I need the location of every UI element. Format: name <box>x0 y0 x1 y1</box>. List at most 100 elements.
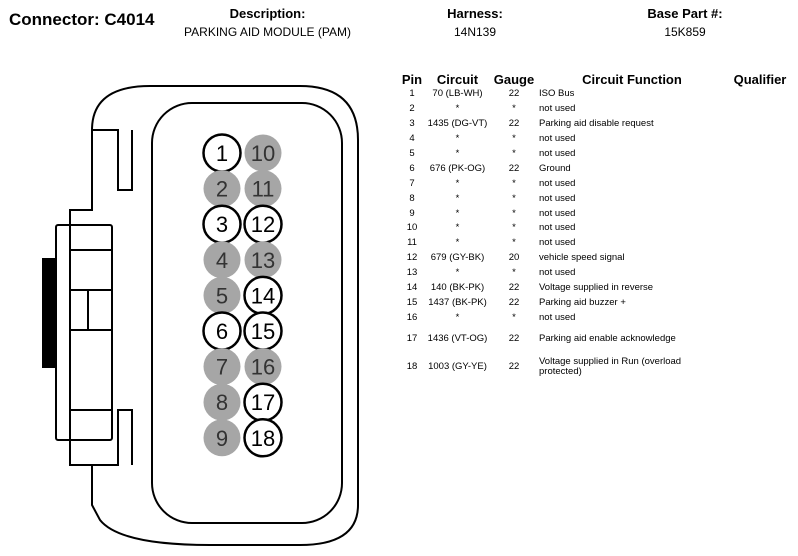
cell-qualifier <box>725 147 795 162</box>
cell-circuit: * <box>455 103 460 115</box>
pin-number: 7 <box>216 355 228 380</box>
cell-qualifier <box>725 161 795 176</box>
cell-circuit: 1435 (DG-VT) <box>427 118 488 130</box>
cell-gauge: 22 <box>508 88 520 100</box>
cell-circuit: 1437 (BK-PK) <box>428 296 487 308</box>
pin-cavity-15: 15 <box>243 311 283 351</box>
cell-gauge: * <box>512 103 516 115</box>
cell-pin: 12 <box>406 252 418 264</box>
table-row: 4**not used <box>398 132 795 147</box>
table-row: 8**not used <box>398 191 795 206</box>
description-block: Description: PARKING AID MODULE (PAM) <box>165 6 370 39</box>
pin-cavity-6: 6 <box>202 311 242 351</box>
cell-qualifier <box>725 353 795 381</box>
cell-qualifier <box>725 132 795 147</box>
pin-number: 2 <box>216 177 228 202</box>
cell-circuit: * <box>455 207 460 219</box>
cell-circuit: * <box>455 222 460 234</box>
lock-tab <box>87 289 113 331</box>
latch-notch-lower <box>92 409 133 466</box>
pin-circle <box>203 170 241 208</box>
description-value: PARKING AID MODULE (PAM) <box>184 25 351 39</box>
cell-pin: 1 <box>409 88 415 100</box>
cell-circuit: 140 (BK-PK) <box>430 282 485 294</box>
pin-number: 11 <box>252 177 275 202</box>
cell-gauge: * <box>512 177 516 189</box>
cell-function: not used <box>539 237 576 249</box>
cell-function: not used <box>539 177 576 189</box>
pin-number: 3 <box>216 212 228 237</box>
table-row: 10**not used <box>398 221 795 236</box>
pin-cavity-8: 8 <box>203 383 241 421</box>
cell-pin: 6 <box>409 162 415 174</box>
pin-number: 15 <box>251 319 275 344</box>
pin-number: 9 <box>216 426 228 451</box>
cell-function: not used <box>539 192 576 204</box>
pin-number: 16 <box>251 355 275 380</box>
cell-qualifier <box>725 310 795 325</box>
cell-function: not used <box>539 148 576 159</box>
cell-gauge: 22 <box>508 361 520 373</box>
pin-number: 10 <box>251 141 275 166</box>
pin-circle <box>244 134 282 172</box>
harness-block: Harness: 14N139 <box>415 6 535 39</box>
cell-qualifier <box>725 191 795 206</box>
cell-pin: 8 <box>409 192 415 204</box>
cell-function: not used <box>539 207 576 219</box>
cell-function: not used <box>539 133 576 145</box>
cell-gauge: * <box>512 133 516 145</box>
header-circuit: Circuit <box>436 71 479 87</box>
table-row: 9 * * not used <box>398 206 795 221</box>
cell-function: not used <box>539 267 576 279</box>
description-label: Description: <box>229 6 306 21</box>
cell-circuit: * <box>455 237 460 249</box>
cell-function: Voltage supplied in Run (overload protec… <box>539 356 682 378</box>
cell-function: Parking aid enable acknowledge <box>539 333 676 345</box>
table-header-row: Pin Circuit Gauge Circuit Function Quali… <box>398 71 795 87</box>
table-row: 16**not used <box>398 310 795 325</box>
basepart-block: Base Part #: 15K859 <box>620 6 750 39</box>
cell-pin: 9 <box>409 207 415 219</box>
table-row: 5**not used <box>398 147 795 162</box>
pin-circle <box>203 241 241 279</box>
pin-cavity-13: 13 <box>244 241 282 279</box>
cell-pin: 13 <box>406 267 418 279</box>
table-row: 13 * * not used <box>398 266 795 281</box>
cell-gauge: * <box>512 222 516 234</box>
pin-circle <box>203 383 241 421</box>
table-row: 2**not used <box>398 102 795 117</box>
latch-notch-upper <box>92 129 133 191</box>
header-gauge: Gauge <box>493 71 535 87</box>
cell-qualifier <box>725 221 795 236</box>
basepart-label: Base Part #: <box>647 6 723 21</box>
cell-gauge: 22 <box>508 333 520 345</box>
harness-label: Harness: <box>447 6 503 21</box>
pin-cavity-16: 16 <box>244 348 282 386</box>
cell-gauge: * <box>512 192 516 204</box>
pin-circle <box>244 170 282 208</box>
pin-number: 17 <box>251 390 275 415</box>
cell-qualifier <box>725 102 795 117</box>
pinout-table: Pin Circuit Gauge Circuit Function Quali… <box>398 71 795 381</box>
cell-gauge: * <box>512 267 516 279</box>
cell-function: Voltage supplied in reverse <box>539 282 654 294</box>
pin-cavity-1: 1 <box>202 133 242 173</box>
cell-pin: 10 <box>406 222 418 234</box>
cell-circuit: * <box>455 148 460 159</box>
cell-circuit: * <box>455 267 460 279</box>
cell-function: not used <box>539 103 576 115</box>
cell-gauge: * <box>512 207 516 219</box>
basepart-value: 15K859 <box>664 25 706 39</box>
pin-number: 4 <box>216 248 228 273</box>
cell-gauge: 22 <box>508 162 520 174</box>
pin-number: 12 <box>251 212 275 237</box>
pin-cavity-4: 4 <box>203 241 241 279</box>
cell-qualifier <box>725 236 795 251</box>
cell-pin: 11 <box>407 237 417 249</box>
cell-function: Parking aid buzzer + <box>539 296 626 308</box>
